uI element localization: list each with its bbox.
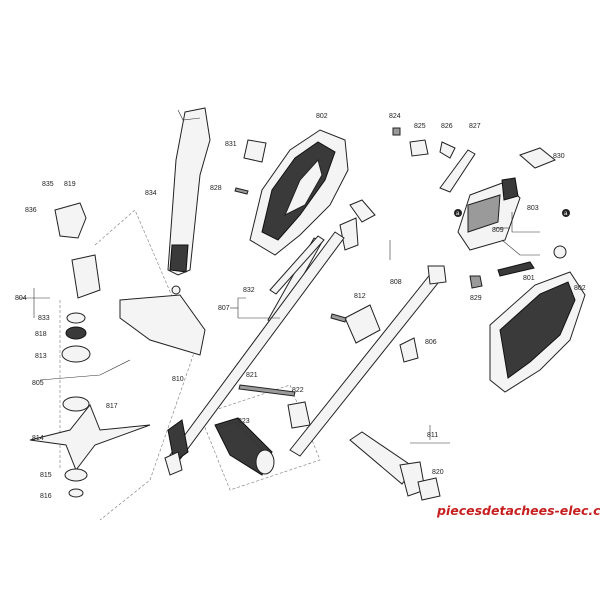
label-802-right: 802 (574, 285, 586, 292)
cap-820 (417, 477, 441, 501)
label-809: 809 (492, 227, 504, 234)
label-814: 814 (32, 435, 44, 442)
switch-parts (392, 127, 556, 193)
part-labels: 802 831 834 828 835 819 836 804 833 818 … (15, 113, 586, 500)
label-829: 829 (470, 295, 482, 302)
bracket-812 (330, 304, 381, 344)
tube-808-end (427, 265, 447, 285)
rear-handle (349, 431, 426, 497)
label-832: 832 (243, 287, 255, 294)
label-817: 817 (106, 403, 118, 410)
label-816: 816 (40, 493, 52, 500)
label-819: 819 (64, 181, 76, 188)
marker-a-right-label: a (564, 211, 568, 217)
label-811: 811 (427, 432, 438, 439)
upper-housing (249, 129, 349, 256)
motor-assembly (457, 177, 567, 277)
label-802-top: 802 (316, 113, 328, 120)
label-833: 833 (38, 315, 50, 322)
label-828: 828 (210, 185, 222, 192)
label-831: 831 (225, 141, 237, 148)
label-801: 801 (523, 275, 535, 282)
label-812: 812 (354, 293, 366, 300)
label-821: 821 (246, 372, 258, 379)
spacer-822 (287, 401, 311, 429)
screw-829 (469, 275, 483, 289)
label-806: 806 (425, 339, 437, 346)
label-810: 810 (172, 376, 184, 383)
label-818: 818 (35, 331, 47, 338)
auxiliary-handle (214, 417, 275, 476)
label-plate (243, 139, 267, 163)
label-834: 834 (145, 190, 157, 197)
clip-806 (399, 337, 419, 363)
label-807: 807 (218, 305, 230, 312)
shoulder-strap (167, 107, 211, 295)
label-824: 824 (389, 113, 401, 120)
label-822: 822 (292, 387, 304, 394)
label-836: 836 (25, 207, 37, 214)
label-815: 815 (40, 472, 52, 479)
label-805: 805 (32, 380, 44, 387)
label-808: 808 (390, 279, 402, 286)
label-826: 826 (441, 123, 453, 130)
label-820: 820 (432, 469, 444, 476)
label-804: 804 (15, 295, 27, 302)
label-827: 827 (469, 123, 481, 130)
label-813: 813 (35, 353, 47, 360)
label-803: 803 (527, 205, 539, 212)
tube-808 (289, 271, 443, 457)
guard-810 (119, 294, 206, 356)
label-830: 830 (553, 153, 565, 160)
leader-lines (18, 212, 540, 444)
screw-828 (234, 187, 249, 195)
label-835: 835 (42, 181, 54, 188)
lower-shaft (164, 231, 345, 476)
lower-housing (489, 271, 586, 393)
marker-a-right (562, 209, 570, 217)
cutting-head (29, 202, 151, 498)
label-823: 823 (238, 418, 250, 425)
marker-a-left (454, 209, 462, 217)
bolt-821 (238, 384, 296, 397)
watermark-text: piecesdetachees-elec.com (436, 503, 600, 518)
marker-a-left-label: a (456, 211, 460, 217)
tube-832 (269, 235, 325, 295)
label-825: 825 (414, 123, 426, 130)
